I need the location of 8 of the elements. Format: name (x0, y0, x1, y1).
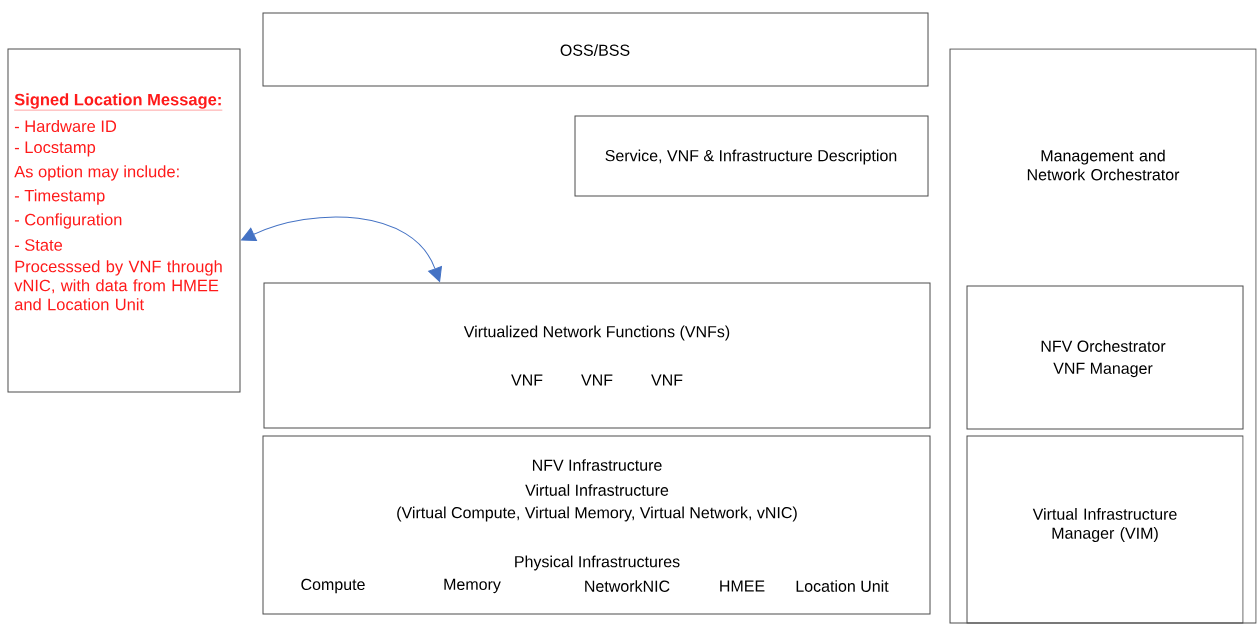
process-box: NFV Orchestrator VNF Manager (966, 285, 1244, 430)
process-box: NFV Infrastructure Virtual Infrastructure (Virtual Compute, Virtual Memory, Virtual Network, vNIC) Physical Infrastructures Compute Memory NetworkNIC HMEE Location Unit (262, 435, 931, 615)
process-box: Service, VNF & Infrastructure Description (574, 115, 929, 197)
note-box: Signed Location Message: - Hardware ID - Locstamp As option may include: - Timestamp - Configuration - State Processsed by VNF through vNIC, with data from HMEE and Location Unit (7, 48, 241, 393)
process-box: OSS/BSS (262, 12, 929, 87)
arrow (241, 216, 442, 282)
process-box: Virtual Infrastructure Manager (VIM) (966, 435, 1244, 624)
process-box: Virtualized Network Functions (VNFs) VNF VNF VNF (263, 282, 931, 429)
